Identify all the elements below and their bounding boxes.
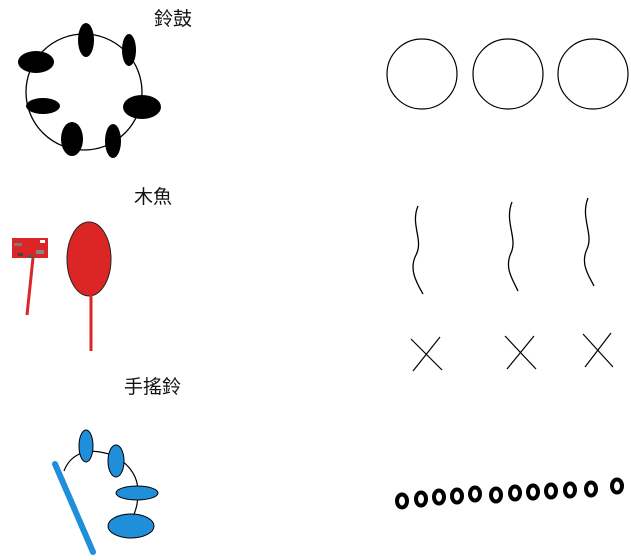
- tambourine-jingle: [78, 23, 94, 57]
- circle-symbol: [386, 38, 458, 110]
- tambourine-label: 鈴鼓: [154, 8, 193, 30]
- wavy-line: [507, 201, 519, 292]
- tambourine-jingle: [105, 124, 121, 158]
- wavy-line: [583, 197, 595, 287]
- woodblock-mallet-speckle: [14, 243, 22, 246]
- wavy-line: [412, 205, 424, 295]
- three-crosses-symbol: [410, 332, 614, 372]
- handbell-icon: [52, 429, 159, 555]
- woodblock-mallet-speckle: [28, 255, 34, 258]
- woodblock-label: 木魚: [134, 186, 173, 208]
- tambourine-icon: [18, 23, 161, 158]
- tambourine-jingle: [26, 98, 60, 114]
- ring-symbol: [395, 492, 409, 510]
- circle-symbol: [557, 38, 629, 110]
- tambourine-jingle: [61, 122, 83, 156]
- row-of-small-rings-symbol: [395, 477, 624, 510]
- handbell-bell: [115, 485, 159, 501]
- ring-symbol: [508, 484, 522, 502]
- three-circles-symbol: [386, 38, 629, 110]
- tambourine-jingle: [123, 95, 161, 119]
- cross-stroke: [506, 335, 535, 370]
- woodblock-mallet-speckle: [18, 253, 23, 256]
- handbell-bell: [107, 513, 155, 539]
- ring-symbol: [450, 487, 464, 505]
- ring-symbol: [544, 482, 558, 500]
- woodblock-body: [66, 221, 112, 297]
- three-wavy-lines-symbol: [412, 197, 595, 295]
- woodblock-mallet-speckle: [36, 250, 44, 254]
- ring-symbol: [432, 488, 446, 506]
- handbell-label: 手搖鈴: [124, 376, 182, 398]
- circle-symbol: [472, 38, 544, 110]
- woodblock-mallet-handle: [25, 257, 35, 316]
- cross-stroke: [584, 332, 612, 368]
- ring-symbol: [584, 480, 598, 498]
- tambourine-jingle: [122, 34, 136, 66]
- cross-stroke: [412, 336, 441, 372]
- handbell-bell: [78, 429, 94, 463]
- handbell-handle: [52, 461, 96, 555]
- ring-symbol: [489, 486, 503, 504]
- ring-symbol: [468, 485, 482, 503]
- ring-symbol: [563, 481, 577, 499]
- woodblock-mallet-speckle: [40, 240, 45, 243]
- ring-symbol: [414, 490, 428, 508]
- handbell-bell: [107, 444, 125, 478]
- ring-symbol: [610, 477, 624, 495]
- ring-symbol: [526, 483, 540, 501]
- woodblock-icon: [12, 221, 112, 351]
- tambourine-jingle: [18, 51, 54, 73]
